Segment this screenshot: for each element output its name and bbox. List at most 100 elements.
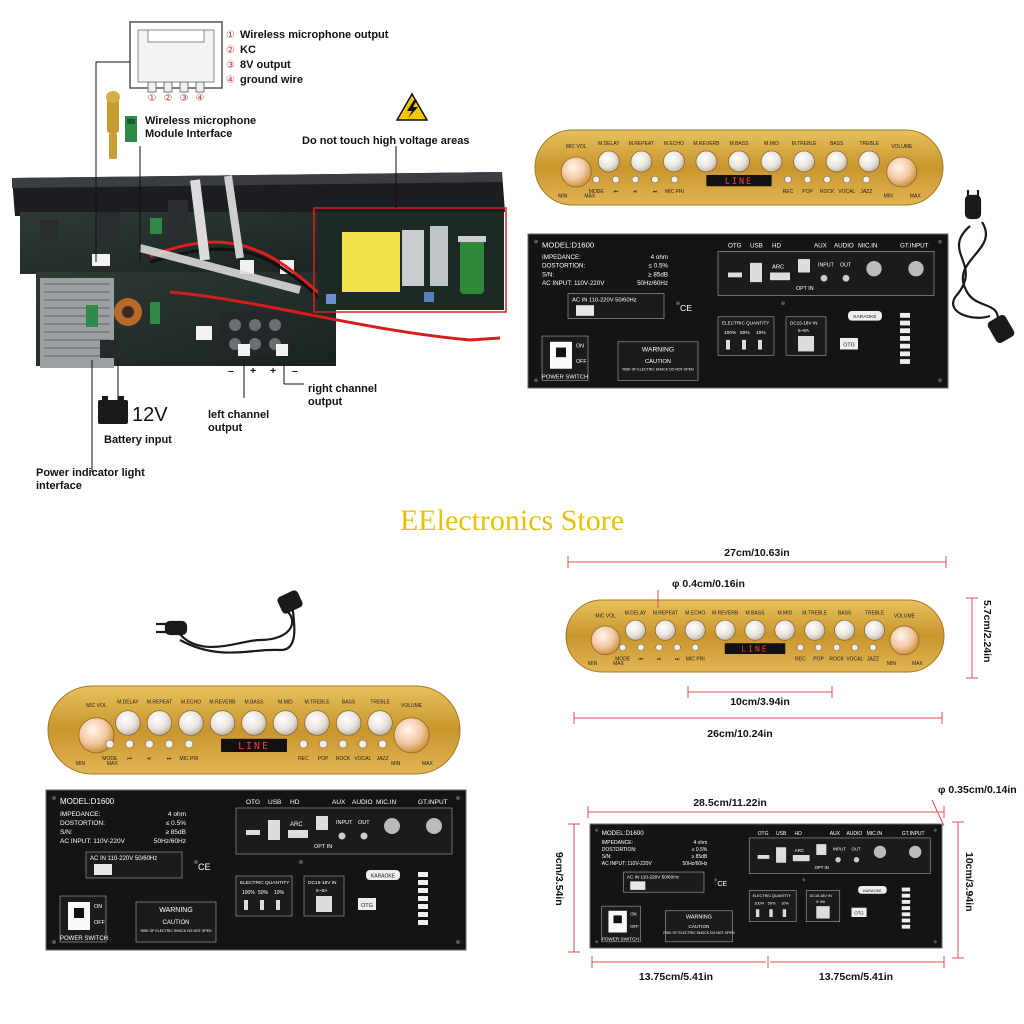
gt-input-jack[interactable]: [426, 818, 442, 834]
knob-mreverb[interactable]: [714, 619, 736, 641]
knob-mecho[interactable]: [663, 150, 685, 173]
aux-jack[interactable]: [835, 856, 841, 863]
front-button[interactable]: [619, 644, 627, 652]
hdmi-port[interactable]: [792, 855, 810, 862]
ac-socket[interactable]: [576, 305, 594, 316]
knob-mtreble[interactable]: [804, 619, 826, 641]
knob-mdelay[interactable]: [115, 710, 141, 736]
dc-jack[interactable]: [798, 336, 814, 352]
front-button[interactable]: [784, 175, 792, 184]
dc-jack[interactable]: [816, 906, 830, 919]
level-switch[interactable]: [260, 900, 264, 910]
otg-port[interactable]: [757, 855, 770, 859]
front-button[interactable]: [319, 739, 328, 749]
usb-port[interactable]: [776, 847, 787, 863]
front-button[interactable]: [796, 644, 804, 652]
front-button[interactable]: [833, 644, 841, 652]
optical-port[interactable]: [816, 844, 827, 855]
front-button[interactable]: [862, 175, 870, 184]
knob-volume[interactable]: [393, 717, 430, 754]
knob-bass[interactable]: [834, 619, 856, 641]
ac-socket[interactable]: [630, 881, 646, 890]
dc-jack[interactable]: [316, 896, 332, 912]
ac-socket[interactable]: [94, 864, 112, 875]
optical-port[interactable]: [798, 259, 810, 273]
front-button[interactable]: [851, 644, 859, 652]
knob-mdelay[interactable]: [624, 619, 646, 641]
front-button[interactable]: [105, 739, 115, 749]
knob-mecho[interactable]: [684, 619, 706, 641]
aux-jack[interactable]: [338, 832, 346, 840]
level-switch[interactable]: [244, 900, 248, 910]
aux-jack[interactable]: [820, 274, 828, 282]
hdmi-port[interactable]: [288, 830, 308, 838]
knob-treble[interactable]: [864, 619, 886, 641]
knob-mtreble[interactable]: [304, 710, 330, 736]
knob-micvol[interactable]: [590, 625, 621, 656]
gt-input-jack[interactable]: [908, 845, 922, 859]
gt-input-jack[interactable]: [908, 260, 924, 277]
knob-mecho[interactable]: [178, 710, 204, 736]
front-button[interactable]: [843, 175, 851, 184]
front-button[interactable]: [637, 644, 645, 652]
front-button[interactable]: [823, 175, 831, 184]
knob-micvol[interactable]: [560, 156, 592, 188]
front-button[interactable]: [691, 644, 699, 652]
front-button[interactable]: [655, 644, 663, 652]
front-button[interactable]: [145, 739, 154, 749]
knob-mmid[interactable]: [774, 619, 796, 641]
level-switch[interactable]: [726, 339, 730, 350]
knob-mmid[interactable]: [760, 150, 783, 173]
knob-treble[interactable]: [858, 150, 881, 173]
front-button[interactable]: [803, 175, 812, 184]
level-switch[interactable]: [769, 909, 773, 917]
knob-volume[interactable]: [889, 625, 920, 656]
front-button[interactable]: [338, 739, 348, 749]
front-button[interactable]: [184, 739, 194, 749]
audio-out-jack[interactable]: [853, 856, 860, 863]
knob-mmid[interactable]: [272, 710, 299, 736]
audio-out-jack[interactable]: [842, 274, 850, 282]
otg-port[interactable]: [246, 830, 260, 835]
knob-mrepeat[interactable]: [630, 150, 653, 173]
front-button[interactable]: [612, 175, 620, 184]
knob-mreverb[interactable]: [695, 150, 718, 173]
mic-in-jack[interactable]: [873, 845, 887, 859]
front-button[interactable]: [592, 175, 600, 184]
front-button[interactable]: [869, 644, 877, 652]
knob-bass[interactable]: [335, 710, 362, 736]
knob-mreverb[interactable]: [209, 710, 236, 736]
knob-mrepeat[interactable]: [654, 619, 676, 641]
front-button[interactable]: [673, 644, 681, 652]
usb-port[interactable]: [750, 262, 762, 283]
front-button[interactable]: [164, 739, 174, 749]
knob-volume[interactable]: [886, 156, 918, 188]
mic-in-jack[interactable]: [384, 818, 400, 834]
hdmi-port[interactable]: [770, 272, 790, 281]
knob-bass[interactable]: [825, 150, 848, 173]
otg-port[interactable]: [728, 272, 742, 278]
knob-mbass[interactable]: [728, 150, 750, 173]
front-button[interactable]: [651, 175, 659, 184]
front-button[interactable]: [125, 739, 134, 749]
mic-in-jack[interactable]: [866, 260, 882, 277]
front-button[interactable]: [378, 739, 387, 749]
level-switch[interactable]: [782, 909, 787, 917]
knob-mtreble[interactable]: [793, 150, 815, 173]
knob-micvol[interactable]: [78, 717, 115, 754]
audio-out-jack[interactable]: [360, 832, 368, 840]
optical-port[interactable]: [316, 816, 328, 830]
front-button[interactable]: [299, 739, 308, 749]
front-button[interactable]: [815, 644, 822, 652]
front-button[interactable]: [631, 175, 639, 184]
knob-mdelay[interactable]: [597, 150, 620, 173]
level-switch[interactable]: [755, 909, 760, 917]
knob-mbass[interactable]: [241, 710, 267, 736]
knob-mbass[interactable]: [744, 619, 766, 641]
front-button[interactable]: [670, 175, 679, 184]
knob-mrepeat[interactable]: [146, 710, 173, 736]
level-switch[interactable]: [742, 339, 746, 350]
usb-port[interactable]: [268, 820, 280, 840]
level-switch[interactable]: [758, 339, 762, 350]
level-switch[interactable]: [276, 900, 280, 910]
